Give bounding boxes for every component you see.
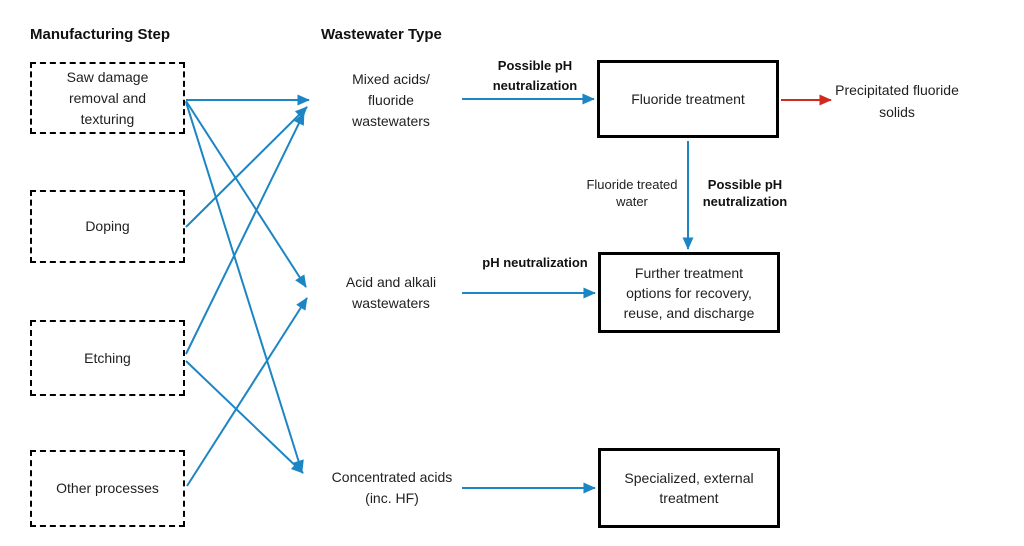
node-etching-label: Etching bbox=[84, 349, 131, 366]
node-etching: Etching bbox=[30, 320, 185, 396]
edge-other-to-acid-alkali bbox=[186, 297, 308, 487]
node-doping: Doping bbox=[30, 190, 185, 263]
edge-saw-to-concentrated bbox=[185, 101, 304, 473]
node-other-processes: Other processes bbox=[30, 450, 185, 527]
node-other-processes-label: Other processes bbox=[56, 480, 159, 496]
edge-saw-to-acid-alkali bbox=[185, 100, 307, 288]
node-concentrated-acids-label: Concentrated acids (inc. HF) bbox=[331, 469, 453, 506]
node-specialized-treatment: Specialized, external treatment bbox=[598, 448, 780, 528]
manufacturing-step-header: Manufacturing Step bbox=[30, 26, 171, 43]
label-possible-ph-neutralization-top: Possible pH neutralization bbox=[492, 58, 578, 93]
label-possible-ph-neutralization-vertical: Possible pH neutralization bbox=[702, 177, 788, 209]
node-fluoride-treatment: Fluoride treatment bbox=[597, 60, 779, 138]
edge-doping-to-mixed bbox=[185, 106, 308, 228]
wastewater-type-header: Wastewater Type bbox=[321, 26, 442, 43]
edge-etching-to-concentrated bbox=[185, 360, 304, 474]
node-saw-damage: Saw damage removal and texturing bbox=[30, 62, 185, 134]
label-fluoride-treated-water: Fluoride treated water bbox=[586, 177, 678, 209]
node-acid-alkali-label: Acid and alkali wastewaters bbox=[345, 274, 437, 311]
node-specialized-treatment-label: Specialized, external treatment bbox=[624, 470, 754, 506]
label-ph-neutralization: pH neutralization bbox=[482, 255, 588, 270]
node-saw-damage-label: Saw damage removal and texturing bbox=[66, 68, 149, 127]
node-further-treatment-label: Further treatment options for recovery, … bbox=[623, 264, 755, 321]
node-further-treatment: Further treatment options for recovery, … bbox=[598, 252, 780, 333]
edge-etching-to-mixed bbox=[185, 112, 305, 355]
node-fluoride-treatment-label: Fluoride treatment bbox=[631, 91, 745, 107]
node-mixed-acids-label: Mixed acids/ fluoride wastewaters bbox=[352, 71, 430, 129]
output-precipitated-fluoride-solids: Precipitated fluoride solids bbox=[835, 82, 959, 120]
node-doping-label: Doping bbox=[85, 218, 130, 234]
